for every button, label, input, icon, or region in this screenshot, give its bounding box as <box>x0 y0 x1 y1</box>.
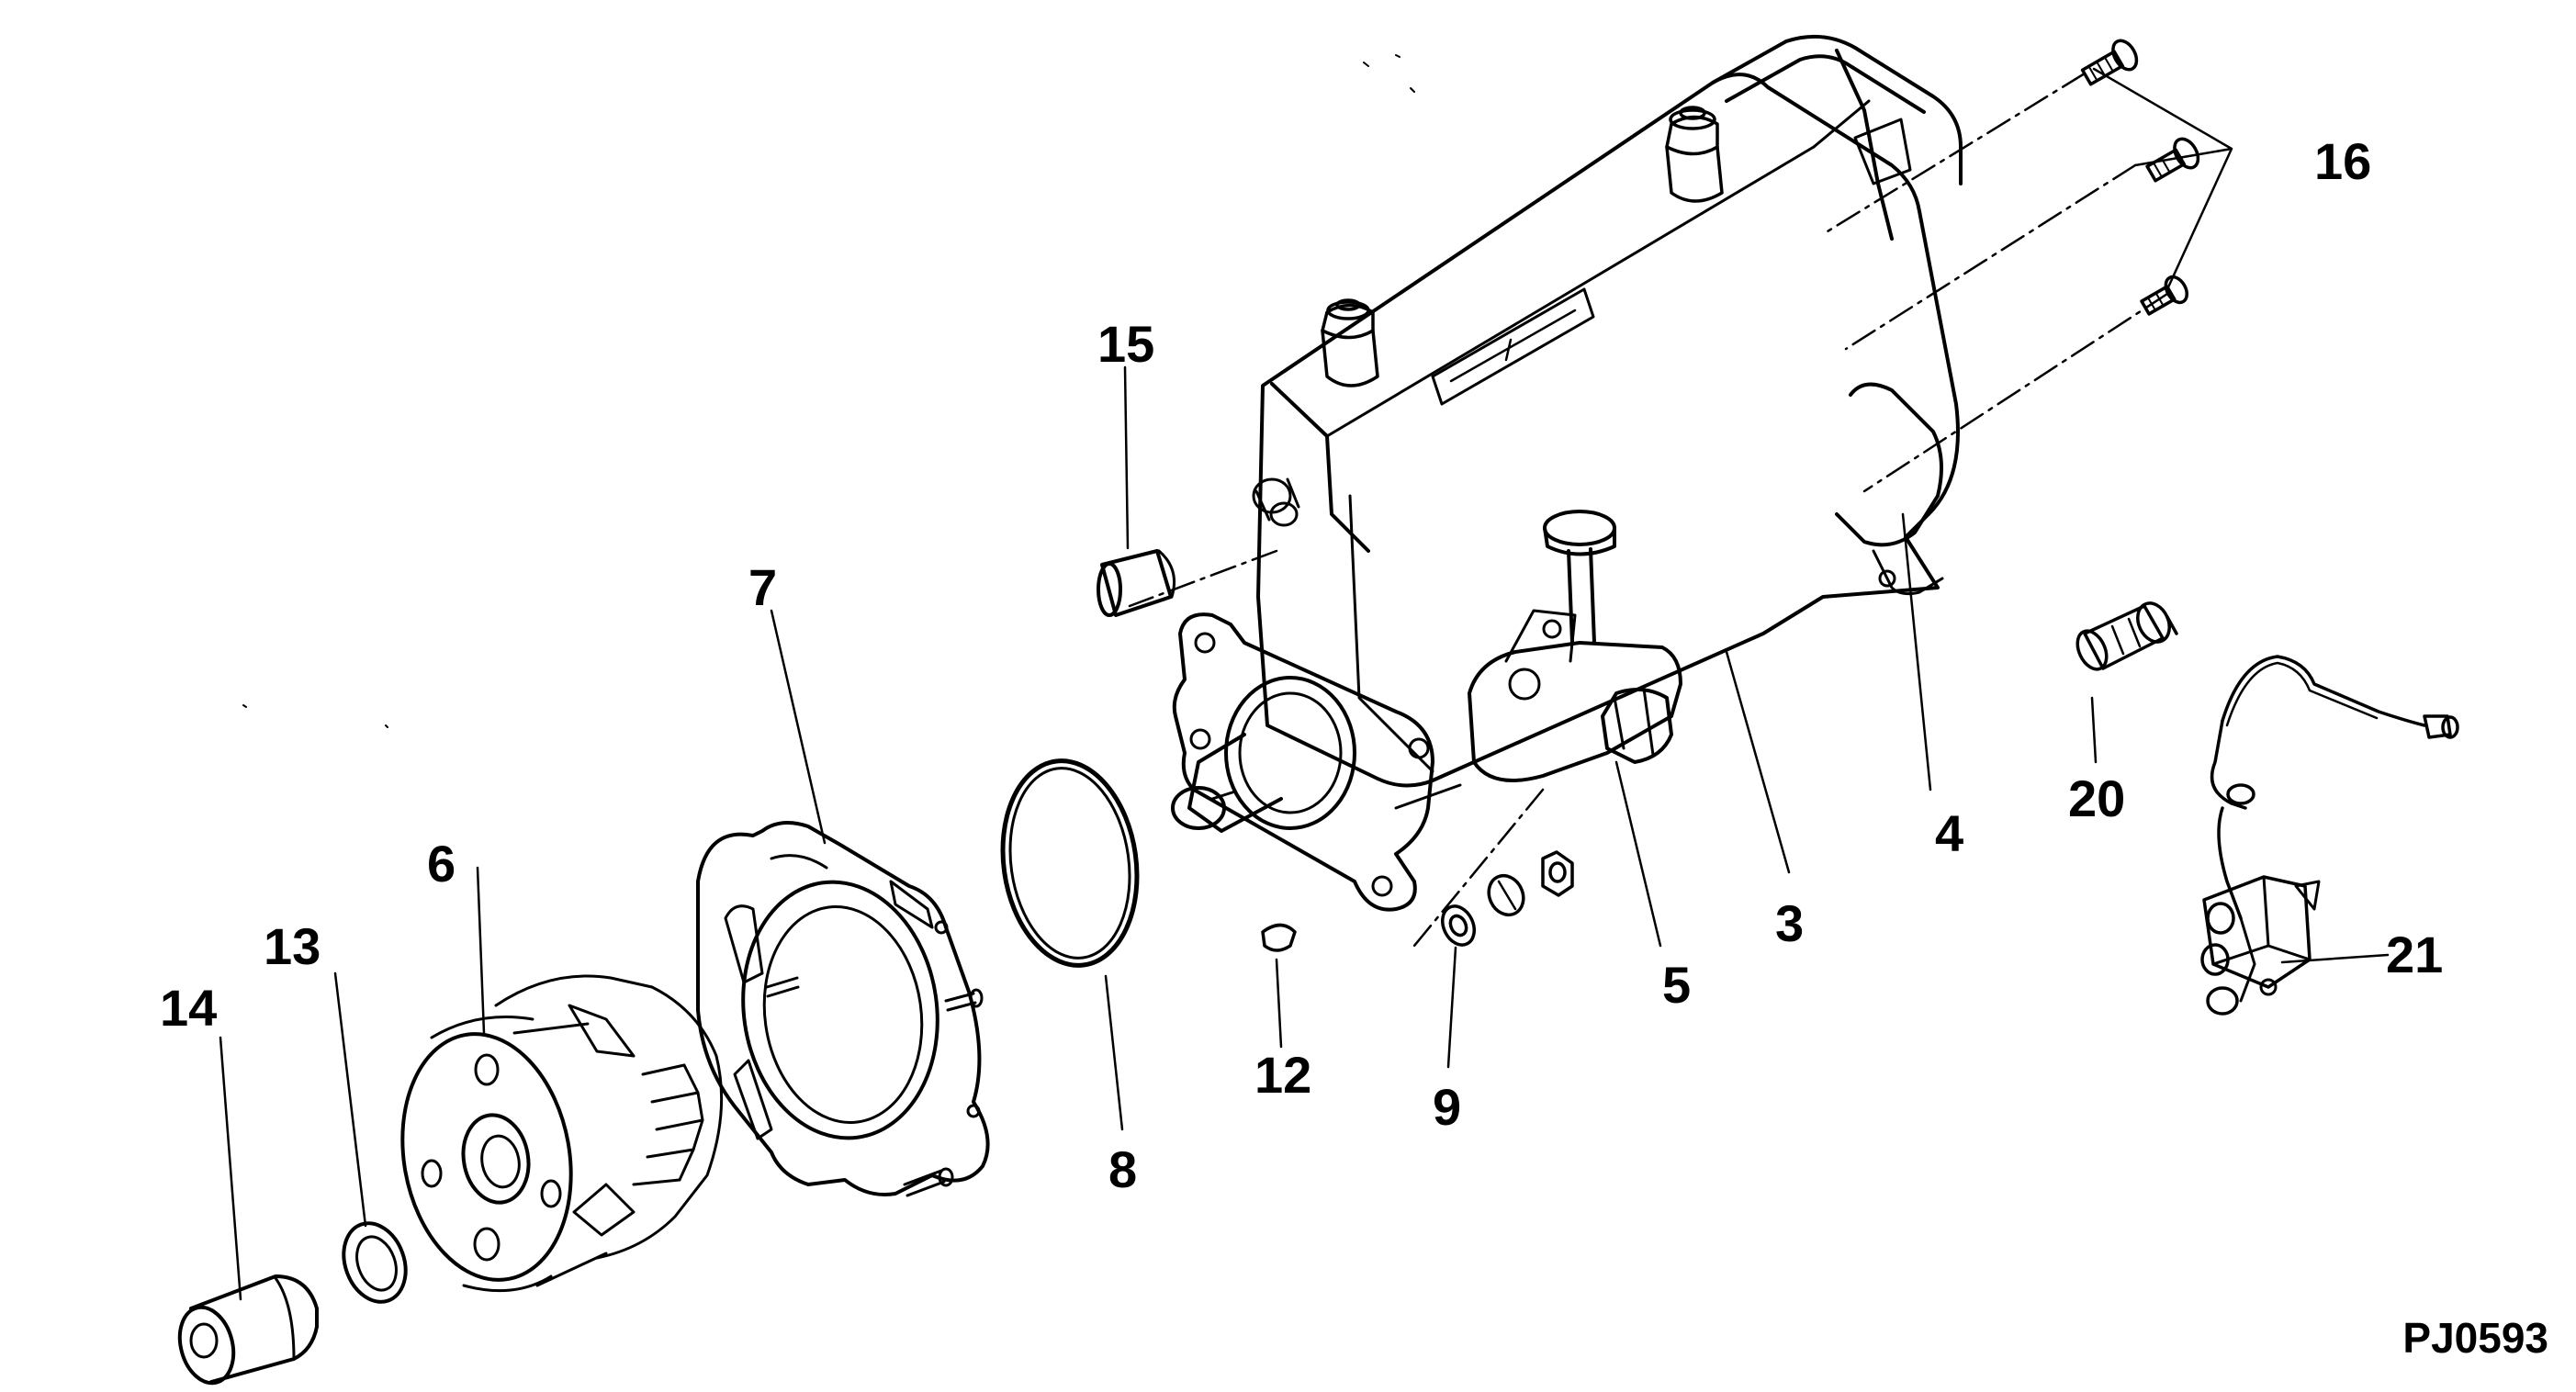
pump-body-part-3 <box>1171 34 1963 912</box>
o-ring-part-8 <box>1000 758 1140 968</box>
callout-15: 15 <box>1097 315 1155 373</box>
inlet-valve-part-5 <box>1468 510 1682 782</box>
solenoid-part-20 <box>2075 601 2178 671</box>
callout-4: 4 <box>1935 804 1964 862</box>
screws-part-16 <box>2080 39 2200 316</box>
callout-7: 7 <box>748 558 778 616</box>
callout-20: 20 <box>2068 769 2126 827</box>
callout-13: 13 <box>264 917 321 975</box>
print-specks <box>242 54 1415 728</box>
leader-lines <box>219 67 2390 1301</box>
washers-part-9 <box>1441 850 1574 947</box>
plug-part-15 <box>1097 549 1176 617</box>
callout-6: 6 <box>427 835 456 892</box>
drive-hub-part-6 <box>400 974 724 1293</box>
key-part-12 <box>1261 923 1297 952</box>
nut-part-14 <box>177 1274 319 1386</box>
figure-code: PJ0593 <box>2402 1314 2548 1362</box>
callout-9: 9 <box>1433 1078 1462 1136</box>
callout-16: 16 <box>2314 132 2372 190</box>
callout-12: 12 <box>1254 1046 1312 1104</box>
callout-3: 3 <box>1775 894 1805 952</box>
callout-21: 21 <box>2386 926 2444 983</box>
callout-5: 5 <box>1662 956 1692 1014</box>
switch-part-21 <box>2200 655 2459 1016</box>
washer-part-13 <box>342 1221 408 1304</box>
callout-14: 14 <box>160 979 218 1037</box>
screw-alignment-lines <box>1128 72 2169 948</box>
callout-8: 8 <box>1108 1140 1138 1198</box>
adaptor-plate-part-7 <box>696 821 990 1197</box>
